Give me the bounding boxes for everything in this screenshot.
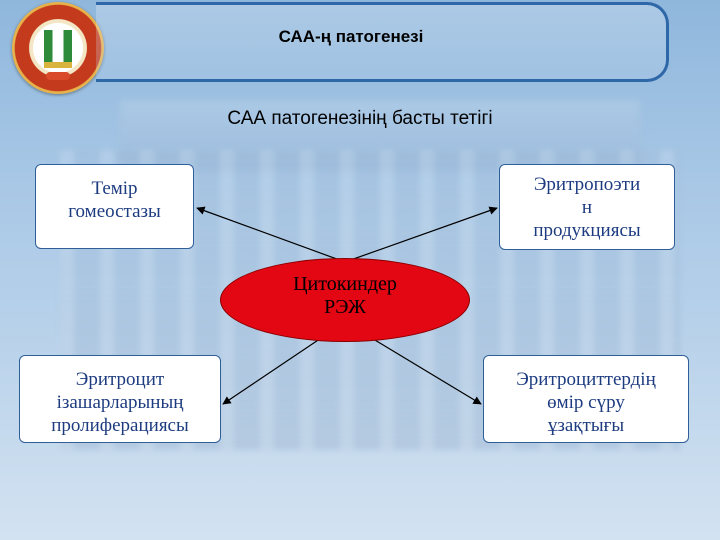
center-cytokines: Цитокиндер РЭЖ [220,258,470,342]
university-logo [12,2,104,94]
node-iron-homeostasis: Темір гомеостазы [35,164,194,249]
arrow-to-iron [196,206,346,263]
background-roof [120,100,640,170]
node-prolif-line1: Эритроцит [75,369,165,390]
arrow-to-epo [344,206,498,263]
node-life-line1: Эритроциттердің [516,369,656,390]
node-erythrocyte-lifespan: Эритроциттердің өмір сүру ұзақтығы [483,355,689,443]
center-line2: РЭЖ [324,296,366,318]
node-prolif-line2: ізашарларының [56,392,184,413]
node-life-line3: ұзақтығы [547,415,625,436]
emblem-ribbon [46,72,70,80]
node-iron-line2: гомеостазы [68,201,161,222]
node-prolif-line3: пролиферациясы [51,415,189,436]
emblem-icon [44,30,72,68]
node-epo-line3: продукциясы [533,220,641,241]
diagram-subtitle: САА патогенезінің басты тетігі [227,108,493,129]
node-life-line2: өмір сүру [547,392,625,413]
node-precursor-proliferation: Эритроцит ізашарларының пролиферациясы [19,355,221,443]
title-bar: САА-ң патогенезі [96,2,669,82]
node-erythropoietin-production: Эритропоэти н продукциясы [499,164,675,250]
node-epo-line1: Эритропоэти [533,174,641,195]
node-epo-line2: н [581,197,593,218]
slide-title: САА-ң патогенезі [278,27,424,46]
node-iron-line1: Темір [91,178,138,199]
center-line1: Цитокиндер [293,273,397,295]
